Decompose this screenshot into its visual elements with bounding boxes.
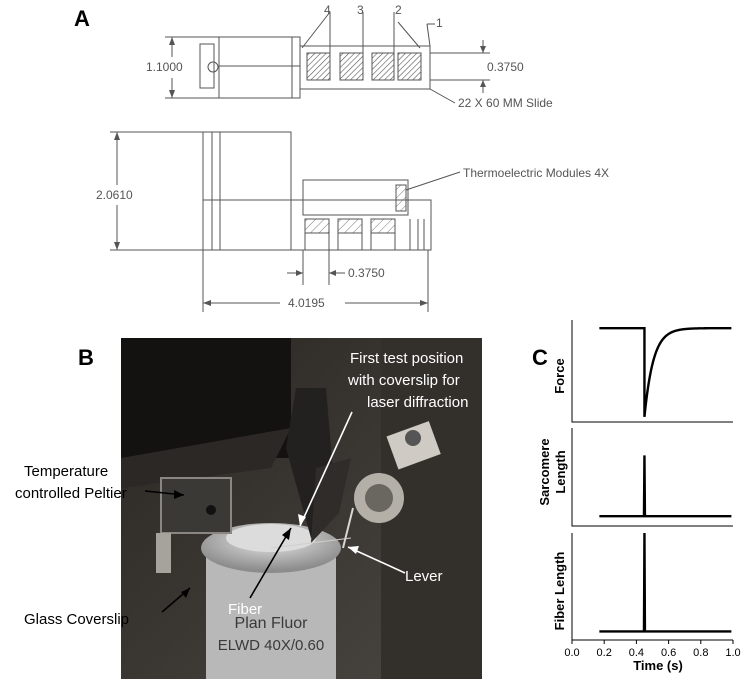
side-view-carriage — [302, 179, 409, 216]
side-view-peltier-top — [395, 184, 407, 212]
side-view-peltier-1 — [304, 218, 330, 234]
dim-length: 4.0195 — [288, 296, 325, 310]
series-line-sarcomere-length — [599, 455, 732, 518]
setup-photo: Plan Fluor ELWD 40X/0.60 — [121, 338, 482, 679]
top-view-slot-1 — [306, 52, 331, 81]
top-view-knob — [199, 43, 215, 89]
axis-frame-1 — [571, 320, 733, 423]
x-tick-label-0.8: 0.8 — [693, 647, 708, 659]
axis-frame-3 — [571, 533, 733, 641]
label-peltier-1: Temperature — [24, 463, 108, 480]
callout-1: 1 — [436, 16, 443, 30]
callout-4: 4 — [324, 3, 331, 17]
dim-slot-width: 0.3750 — [487, 60, 524, 74]
series-line-fiber-length — [599, 532, 732, 633]
engineering-drawing: 4 3 2 1 1.1000 0.3750 22 X 60 MM Slide 2… — [96, 3, 609, 312]
top-view-screw — [207, 61, 219, 73]
x-tick-label-0.6: 0.6 — [661, 647, 676, 659]
side-view-body — [202, 131, 292, 251]
top-view-slot-4 — [397, 52, 422, 81]
objective-spec: ELWD 40X/0.60 — [218, 637, 324, 654]
top-view-slot-3 — [371, 52, 395, 81]
label-glass-coverslip: Glass Coverslip — [24, 611, 129, 628]
peltier-label: Thermoelectric Modules 4X — [463, 166, 609, 180]
x-tick-label-0.2: 0.2 — [597, 647, 612, 659]
side-view-stage — [290, 199, 432, 251]
dim-height-side: 2.0610 — [96, 188, 133, 202]
panel-label-c: C — [532, 345, 548, 370]
ylabel-sarcomere-1: Sarcomere — [537, 438, 552, 505]
panel-label-b: B — [78, 345, 94, 370]
callout-3: 3 — [357, 3, 364, 17]
x-tick-label-1.0: 1.0 — [725, 647, 740, 659]
axis-frame-2 — [571, 428, 733, 527]
top-view-slide — [299, 45, 431, 90]
side-view-peltier-3 — [370, 218, 396, 234]
side-view-peltier-2 — [337, 218, 363, 234]
x-tick-label-0.4: 0.4 — [629, 647, 644, 659]
x-axis: 0.0 0.2 0.4 0.6 0.8 1.0 — [564, 640, 741, 659]
ylabel-force: Force — [552, 358, 567, 393]
x-axis-label: Time (s) — [633, 658, 683, 673]
dim-spacing: 0.3750 — [348, 266, 385, 280]
x-tick-label-0.0: 0.0 — [564, 647, 579, 659]
panel-label-a: A — [74, 6, 90, 31]
label-peltier-2: controlled Peltier — [15, 485, 127, 502]
slide-label: 22 X 60 MM Slide — [458, 96, 553, 110]
top-view-block — [291, 36, 301, 99]
top-view-slot-2 — [339, 52, 364, 81]
series-line-force — [599, 326, 732, 418]
peltier-block — [160, 477, 232, 534]
dim-height-top: 1.1000 — [146, 60, 183, 74]
plot-area — [571, 320, 733, 641]
ylabel-group: Force Sarcomere Length Fiber Length — [537, 358, 568, 630]
ylabel-fiber: Fiber Length — [552, 552, 567, 631]
top-view-body — [218, 36, 293, 99]
objective-brand: Plan Fluor — [235, 615, 309, 632]
callout-2: 2 — [395, 3, 402, 17]
ylabel-sarcomere-2: Length — [553, 450, 568, 493]
